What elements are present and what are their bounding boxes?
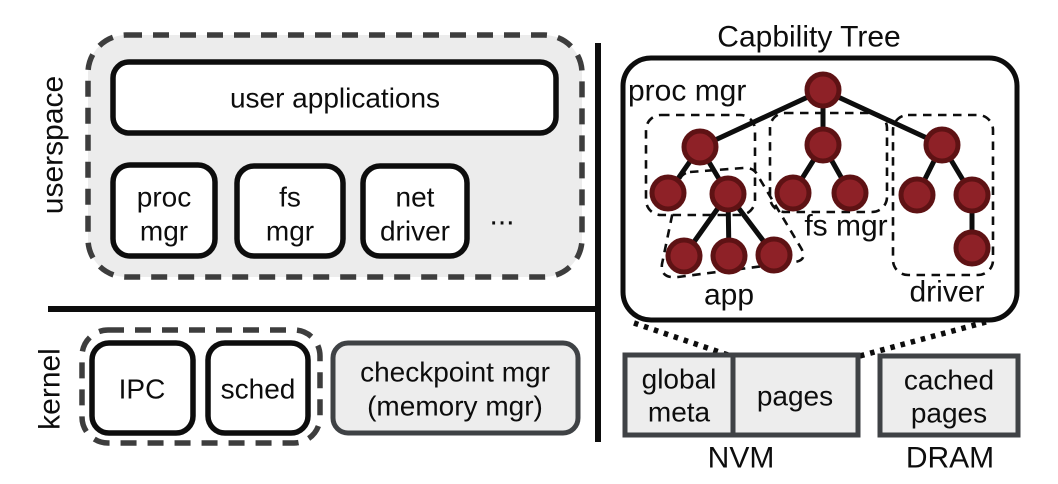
kernel-dashed-group [79,327,323,446]
sched-box [205,340,311,436]
checkpoint-line1: checkpoint mgr [360,357,550,388]
driver-group-label: driver [909,276,984,309]
global-meta-line1: global [642,364,717,395]
proc-mgr-dashed-group [644,113,757,217]
tree-node-fs-leaf-1 [774,174,812,212]
user-applications-label: user applications [230,83,440,114]
tree-node-app-parent [709,175,747,213]
cached-pages-line1: cached [904,365,994,396]
tree-node-driver-child-2 [953,176,991,214]
tree-node-proc-root [681,128,719,166]
tree-node-driver-root [923,126,961,164]
proc-mgr-box [110,162,218,259]
app-dashed-group [660,166,805,279]
nvm-label: NVM [708,442,775,475]
tree-node-app-child-1 [665,237,703,275]
tree-node-fs-leaf-2 [831,174,869,212]
proc-mgr-line2: mgr [140,216,188,247]
kernel-label: kernel [34,348,67,430]
userspace-label: userspace [37,76,70,214]
checkpoint-line2: (memory mgr) [367,391,543,422]
dram-label: DRAM [906,442,994,475]
dram-box [877,353,1021,438]
tree-to-nvm-connector-right [855,319,987,360]
app-group-label: app [704,279,754,312]
net-driver-line2: driver [380,216,450,247]
driver-dashed-group [891,113,995,277]
tree-node-driver-grandchild [953,229,991,267]
capability-tree-title: Capbility Tree [717,21,900,54]
net-driver-line1: net [396,182,435,213]
cached-pages-line2: pages [911,398,987,429]
checkpoint-mgr-box [330,340,581,436]
tree-node-app-child-3 [755,236,793,274]
fs-mgr-dashed-group [768,111,889,214]
tree-edge-root-proc-root [697,87,826,150]
sched-label: sched [221,374,296,405]
tree-node-fs-root [804,126,842,164]
ipc-label: IPC [119,374,166,405]
tree-nodes [649,71,991,275]
tree-node-proc-leaf [649,174,687,212]
fs-mgr-box [234,163,346,259]
ipc-box [89,340,196,436]
user-applications-box [110,59,559,136]
tree-to-nvm-connector-left [633,320,735,360]
fs-mgr-line1: fs [279,182,301,213]
tree-node-app-child-2 [710,237,748,275]
proc-mgr-group-label: proc mgr [628,75,746,108]
net-driver-box [360,163,470,259]
pages-label: pages [757,381,833,412]
proc-mgr-line1: proc [137,182,191,213]
ellipsis-label: ... [489,199,514,232]
tree-node-root [804,71,842,109]
tree-edge-root-driver-root [820,87,945,148]
fs-mgr-line2: mgr [266,216,314,247]
nvm-box [622,352,861,438]
global-meta-line2: meta [648,397,711,428]
fs-mgr-group-label: fs mgr [804,210,887,243]
tree-node-driver-child-1 [898,176,936,214]
